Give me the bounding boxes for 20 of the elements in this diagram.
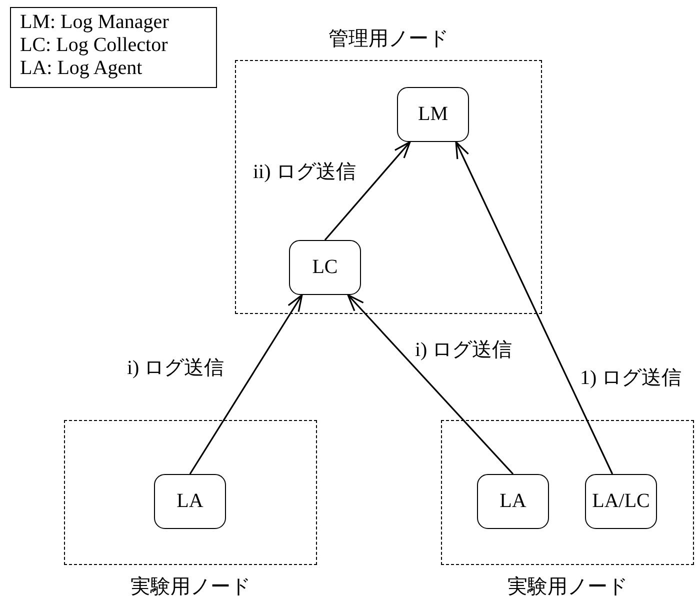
edge-label: 1) ログ送信 (579, 366, 683, 390)
rounded-box: LA (477, 474, 549, 529)
arrow (347, 294, 514, 475)
group-heading: 実験用ノード (130, 575, 252, 599)
arrow (455, 141, 614, 474)
edge-label: i) ログ送信 (414, 338, 514, 362)
abbreviation-text: LC: Log Collector (20, 34, 169, 57)
edge-label: ii) ログ送信 (252, 160, 357, 184)
arrow (189, 294, 303, 474)
abbreviation-text: LM: Log Manager (20, 11, 170, 34)
rounded-box: LA (154, 474, 226, 529)
group-heading: 管理用ノード (328, 27, 450, 51)
rounded-box: LM (397, 87, 469, 142)
edge-label: i) ログ送信 (126, 356, 226, 380)
abbreviation-text: LA: Log Agent (20, 57, 144, 80)
arrow (324, 141, 411, 241)
rounded-box: LA/LC (585, 474, 657, 529)
rounded-box: LC (289, 240, 361, 295)
group-heading: 実験用ノード (506, 575, 628, 599)
abbreviation-key-box (10, 7, 217, 88)
